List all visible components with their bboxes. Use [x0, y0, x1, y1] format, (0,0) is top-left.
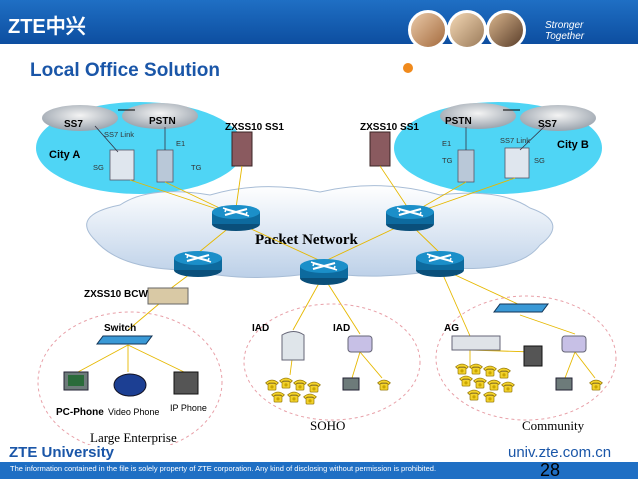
photo-man — [486, 10, 526, 50]
ag-device — [451, 335, 501, 351]
tg-label-a: TG — [191, 163, 202, 172]
router-icon — [172, 249, 224, 278]
footer-university: ZTE University — [9, 444, 115, 461]
iad-label-1: IAD — [252, 323, 269, 334]
ss7-cloud-a — [42, 105, 118, 131]
ip-phone-label: IP Phone — [170, 403, 207, 413]
soho-area — [243, 303, 421, 421]
ss7-link-label-a: SS7 Link — [104, 130, 134, 139]
community-phone-device — [523, 345, 543, 367]
softswitch-server-1 — [231, 131, 253, 167]
city-b-label: City B — [557, 139, 589, 151]
ss7-label-a: SS7 — [64, 119, 83, 130]
bcw-device — [147, 287, 189, 305]
ss7-cloud-b — [520, 105, 596, 131]
pstn-cloud-a — [122, 103, 198, 129]
sg-device-b — [504, 147, 530, 179]
video-phone-device — [113, 373, 147, 397]
large-enterprise-label: Large Enterprise — [90, 430, 177, 445]
softswitch-label-1: ZXSS10 SS1 — [225, 122, 284, 133]
tg-device-a — [156, 149, 174, 183]
sg-device-a — [109, 149, 135, 181]
e1-label-b: E1 — [442, 139, 451, 148]
sg-label-a: SG — [93, 163, 104, 172]
phone-icons-soho — [265, 377, 391, 405]
iad-device-1 — [281, 331, 305, 361]
e1-label-a: E1 — [176, 139, 185, 148]
pc-device-soho — [342, 377, 360, 391]
pc-device-community — [555, 377, 573, 391]
enterprise-area — [37, 311, 223, 445]
iad-label-2: IAD — [333, 323, 350, 334]
community-switch-device — [493, 303, 549, 313]
ip-phone-device — [173, 371, 199, 395]
tg-label-b: TG — [442, 156, 453, 165]
network-diagram: SS7 PSTN SS7 Link City A E1 SG TG PSTN S… — [36, 102, 617, 445]
switch-label: Switch — [104, 323, 136, 334]
header-bar — [0, 0, 638, 44]
ss7-label-b: SS7 — [538, 119, 557, 130]
zte-logo: ZTE中兴 — [8, 16, 86, 38]
ag-label: AG — [444, 323, 459, 334]
footer-disclaimer: The information contained in the file is… — [10, 464, 437, 473]
pc-phone-label: PC-Phone — [56, 407, 104, 418]
title-bullet-icon — [403, 63, 413, 73]
router-icon — [414, 249, 466, 278]
soho-label: SOHO — [310, 418, 345, 433]
city-a-label: City A — [49, 149, 80, 161]
iad-device-2 — [347, 335, 373, 353]
page-number: 28 — [540, 460, 561, 480]
packet-network-label: Packet Network — [255, 232, 359, 248]
photo-woman — [447, 10, 487, 50]
phone-icons-community — [455, 363, 603, 403]
photo-child — [408, 10, 448, 50]
community-label: Community — [522, 418, 585, 433]
community-area — [435, 295, 617, 421]
router-icon — [384, 203, 436, 232]
router-icon — [210, 203, 262, 232]
sg-label-b: SG — [534, 156, 545, 165]
tg-device-b — [457, 149, 475, 183]
footer-bar — [0, 462, 638, 479]
community-iad-device — [561, 335, 587, 353]
pstn-label-a: PSTN — [149, 116, 176, 127]
pstn-cloud-b — [440, 103, 516, 129]
router-icon — [298, 257, 350, 286]
softswitch-server-2 — [369, 131, 391, 167]
switch-device — [96, 335, 153, 345]
pstn-label-b: PSTN — [445, 116, 472, 127]
footer-url: univ.zte.com.cn — [508, 444, 612, 461]
video-phone-label: Video Phone — [108, 407, 159, 417]
softswitch-label-2: ZXSS10 SS1 — [360, 122, 419, 133]
ss7-link-label-b: SS7 Link — [500, 136, 530, 145]
bcw-label: ZXSS10 BCW — [84, 289, 148, 300]
page-title: Local Office Solution — [30, 60, 221, 81]
